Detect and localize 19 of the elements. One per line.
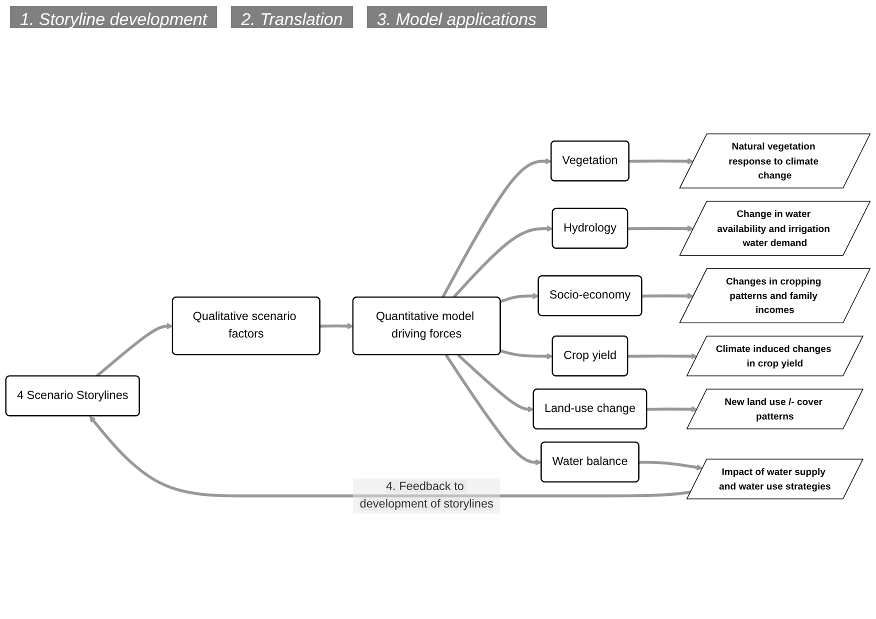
stage-heading: 3. Model applications (366, 6, 547, 28)
arrow (320, 323, 354, 330)
arrow (629, 158, 694, 165)
arrow (500, 350, 554, 360)
edge-label: 4. Feedback to development of storylines (360, 480, 494, 511)
arrow (444, 354, 542, 466)
arrow (89, 416, 691, 498)
arrow (500, 293, 539, 304)
stage-heading: 1. Storyline development (10, 6, 218, 28)
arrow (96, 323, 174, 378)
stage-heading: 2. Translation (231, 6, 353, 28)
arrow (628, 353, 698, 360)
arrow (628, 226, 694, 232)
arrow (646, 406, 698, 413)
arrow (452, 226, 554, 299)
arrow (639, 461, 703, 471)
arrow (457, 354, 534, 413)
arrow (441, 158, 552, 298)
arrow (642, 293, 694, 300)
